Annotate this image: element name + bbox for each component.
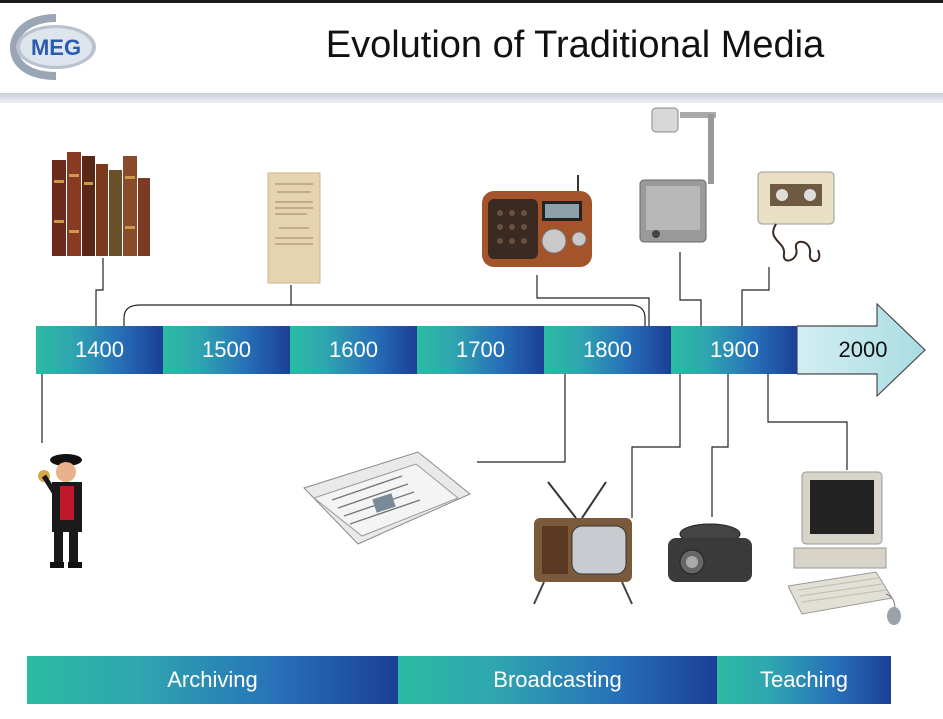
newspapers-icon [303,451,471,545]
radio-icon [482,175,592,267]
timeline-segment-1800: 1800 [544,326,671,374]
overhead-projector-icon [639,107,716,243]
timeline-segment-1500: 1500 [163,326,290,374]
meg-logo: MEG [10,14,96,80]
timeline-arrow-label: 2000 [838,337,888,362]
cassette-tape-icon [757,171,835,262]
desktop-computer-icon [788,471,901,625]
category-archiving: Archiving [27,656,398,704]
timeline-segment-1900: 1900 [671,326,798,374]
logo-text: MEG [31,35,81,60]
timeline-arrow [797,303,926,397]
printed-page-icon [267,172,321,284]
slide-projector-icon [668,523,752,582]
top-border [0,0,943,3]
page-title: Evolution of Traditional Media [325,24,825,66]
timeline-segment-1400: 1400 [36,326,163,374]
timeline-segment-1700: 1700 [417,326,544,374]
category-teaching: Teaching [717,656,891,704]
timeline-segment-1600: 1600 [290,326,417,374]
town-crier-icon [38,454,82,568]
books-icon [52,152,150,256]
header-divider [0,93,943,103]
category-broadcasting: Broadcasting [398,656,717,704]
television-icon [533,481,633,605]
